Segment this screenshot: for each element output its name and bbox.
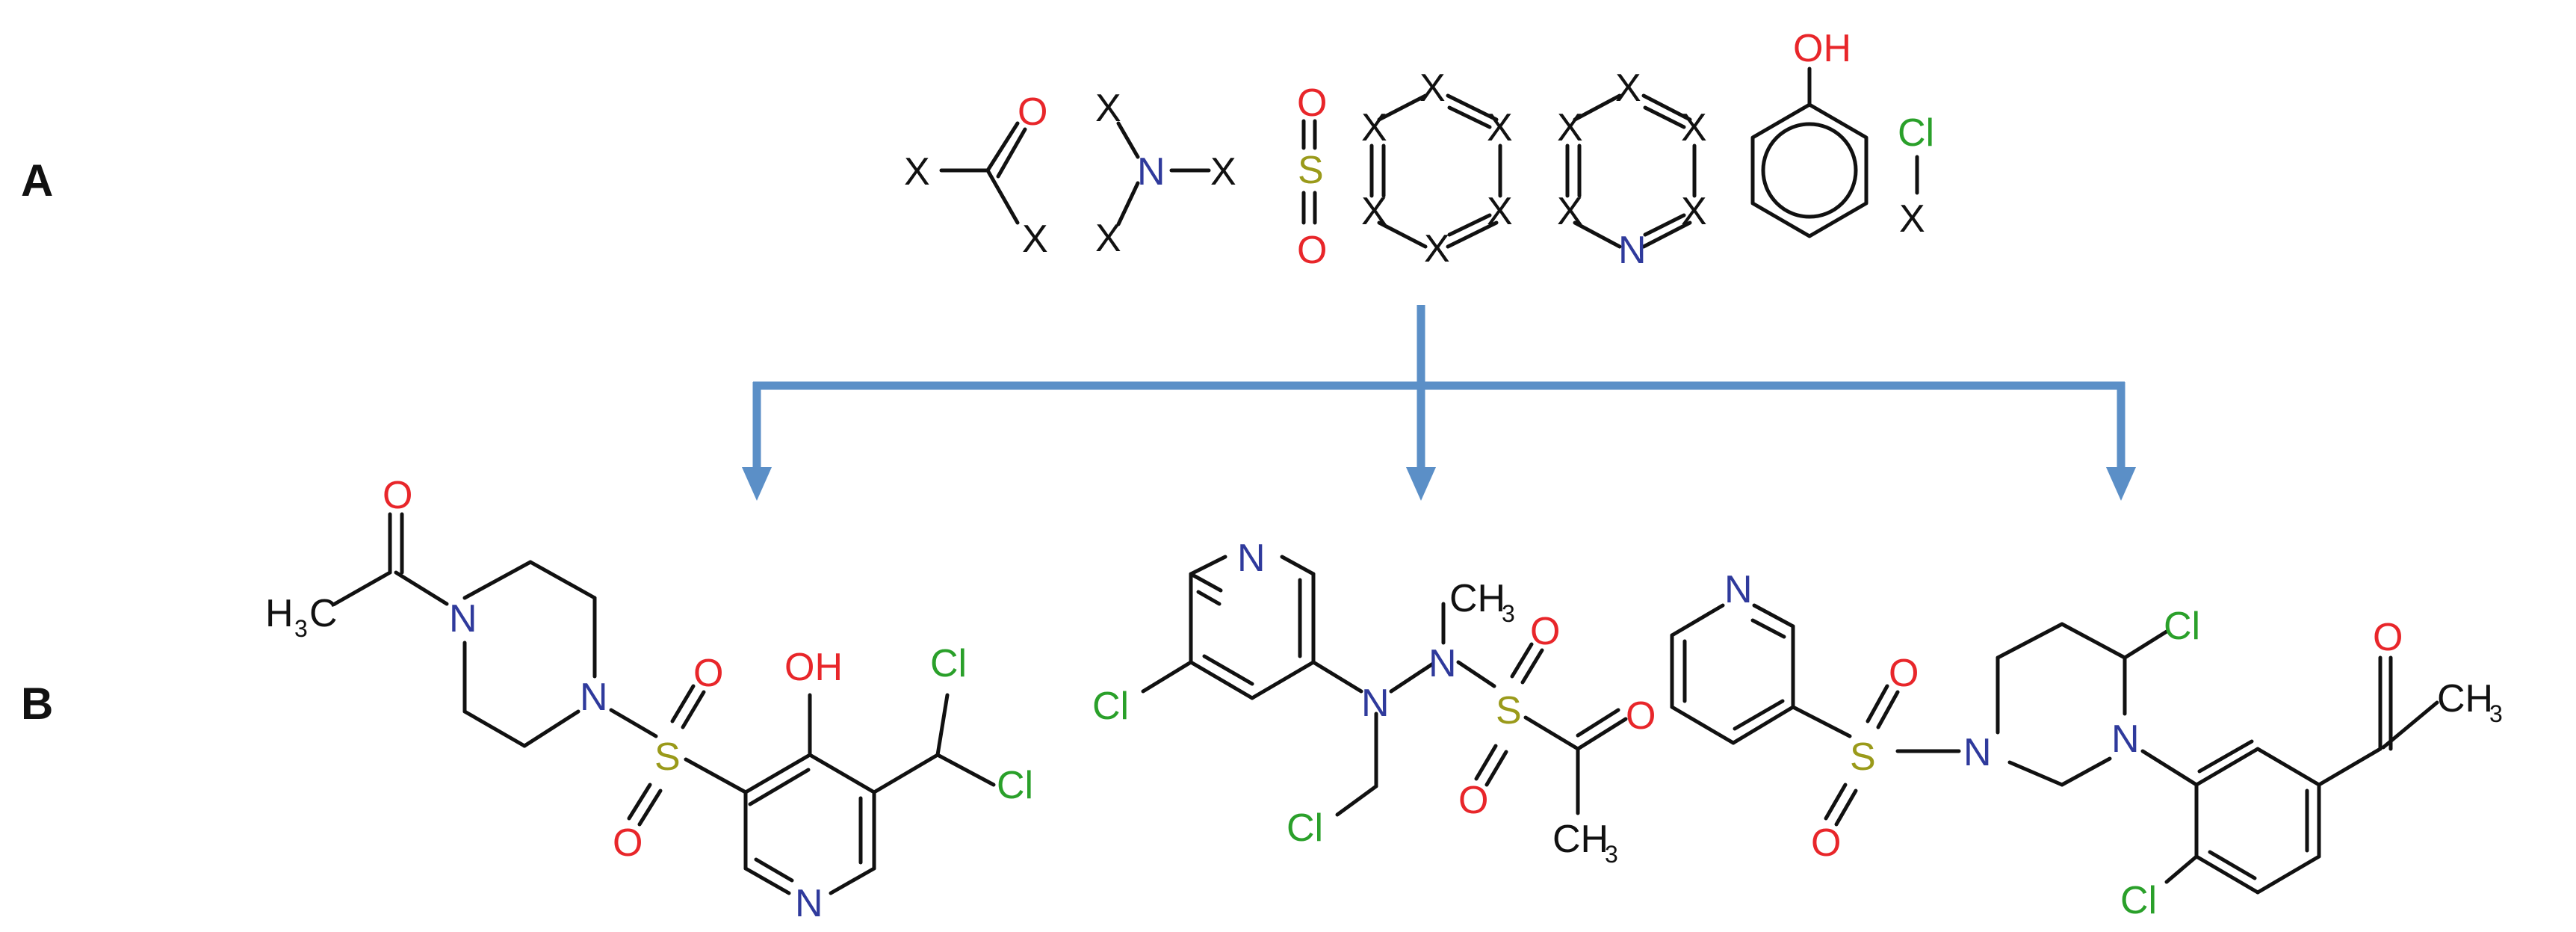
m1-sulfonyl-oxygen-1: O (693, 652, 723, 695)
m1-sulfonyl-oxygen-2: O (613, 821, 643, 865)
m3-aryl-chlorine: Cl (2120, 879, 2157, 922)
m2-acetyl-methyl-ch: CH (1552, 818, 1609, 861)
panel-b-label: B (21, 679, 53, 729)
m3-methyl-ch: CH (2437, 677, 2493, 720)
m1-pyridine-nitrogen: N (795, 882, 823, 925)
pyridine-nitrogen: N (1618, 229, 1647, 272)
chloro-chlorine: Cl (1898, 111, 1934, 155)
m3-pyridine-nitrogen: N (1724, 568, 1753, 611)
benzene-x-2: X (1487, 106, 1513, 149)
fragment-carbonyl: O X X (904, 90, 1048, 261)
arrowhead-center (1406, 467, 1436, 501)
benzene-x-6: X (1361, 106, 1387, 149)
pyridine-x-2: X (1681, 106, 1707, 149)
m3-sulfonyl-oxygen-2: O (1811, 821, 1841, 865)
m1-chlorine-2: Cl (997, 764, 1033, 807)
m2-ring-chlorine: Cl (1092, 685, 1129, 728)
fragment-phenol: OH (1750, 27, 1868, 238)
m2-carbonyl-oxygen: O (1626, 694, 1656, 738)
amine-x-3: X (1210, 150, 1236, 194)
benzene-x-3: X (1487, 190, 1513, 233)
m2-chloromethyl-chlorine: Cl (1287, 806, 1323, 850)
m2-acetyl-methyl-subscript: 3 (1605, 841, 1618, 868)
m1-methyl-c: C (309, 592, 338, 635)
chloro-x: X (1899, 197, 1925, 241)
benzene-x-4: X (1424, 227, 1450, 271)
sulfonyl-sulfur: S (1298, 149, 1324, 192)
m2-nitrogen-2: N (1428, 642, 1457, 685)
amine-nitrogen: N (1137, 150, 1165, 194)
pyridine-x-1: X (1615, 67, 1641, 110)
flow-arrows (742, 305, 2136, 501)
arrowhead-left (742, 467, 772, 501)
m1-sulfur: S (654, 735, 681, 779)
benzene-x-1: X (1419, 67, 1446, 110)
m3-sulfonyl-oxygen-1: O (1889, 652, 1919, 695)
fragment-chloro: Cl X (1898, 111, 1934, 241)
molecule-2: N Cl N N CH 3 S O O O Cl CH 3 (1092, 537, 1656, 868)
m1-piperazine-n2: N (580, 676, 608, 719)
m2-nitrogen-1: N (1361, 682, 1390, 725)
pyridine-x-5: X (1557, 106, 1583, 149)
molecule-3: N S O O N N Cl Cl O CH 3 (1670, 568, 2503, 922)
m1-hydroxyl: OH (784, 646, 843, 689)
arrowhead-right (2106, 467, 2136, 501)
m1-methyl-subscript: 3 (294, 615, 308, 642)
carbonyl-x-1: X (904, 150, 930, 194)
benzene-x-5: X (1361, 190, 1387, 233)
carbonyl-x-2: X (1022, 217, 1048, 261)
pyridine-x-3: X (1681, 190, 1707, 233)
m1-acetyl-oxygen: O (383, 474, 412, 517)
fragment-amine: N X X X (1095, 87, 1236, 260)
m3-acetyl-oxygen: O (2373, 616, 2403, 659)
sulfonyl-oxygen-2: O (1297, 229, 1327, 272)
sulfonyl-oxygen-1: O (1297, 81, 1327, 125)
carbonyl-oxygen: O (1018, 90, 1047, 134)
m2-sulfur: S (1496, 689, 1522, 732)
m2-methyl-subscript: 3 (1502, 600, 1515, 627)
fragment-benzene: X X X X X X (1361, 67, 1513, 271)
m3-piperazine-chlorine: Cl (2164, 605, 2200, 648)
m2-methyl-ch: CH (1449, 577, 1505, 620)
molecule-1: O H 3 C N N S O O OH Cl Cl N (265, 474, 1033, 925)
m3-piperazine-n1: N (1963, 731, 1992, 774)
panel-a-label: A (21, 155, 53, 206)
phenol-hydroxyl: OH (1793, 27, 1851, 70)
m2-sulfonyl-oxygen-1: O (1530, 610, 1560, 653)
m3-piperazine-n2: N (2111, 717, 2140, 761)
amine-x-2: X (1095, 217, 1121, 260)
m1-methyl-h: H (265, 592, 294, 635)
m1-chlorine-1: Cl (930, 642, 967, 685)
m3-sulfur: S (1850, 735, 1876, 779)
amine-x-1: X (1095, 87, 1121, 130)
fragment-sulfonyl: O S O (1297, 81, 1327, 272)
pyridine-x-4: X (1557, 190, 1583, 233)
fragment-pyridine: X X X N X X (1557, 67, 1707, 272)
m1-piperazine-n1: N (449, 597, 477, 641)
m3-methyl-subscript: 3 (2489, 700, 2503, 727)
m2-pyridine-nitrogen: N (1237, 537, 1266, 580)
m2-sulfonyl-oxygen-2: O (1458, 779, 1488, 822)
